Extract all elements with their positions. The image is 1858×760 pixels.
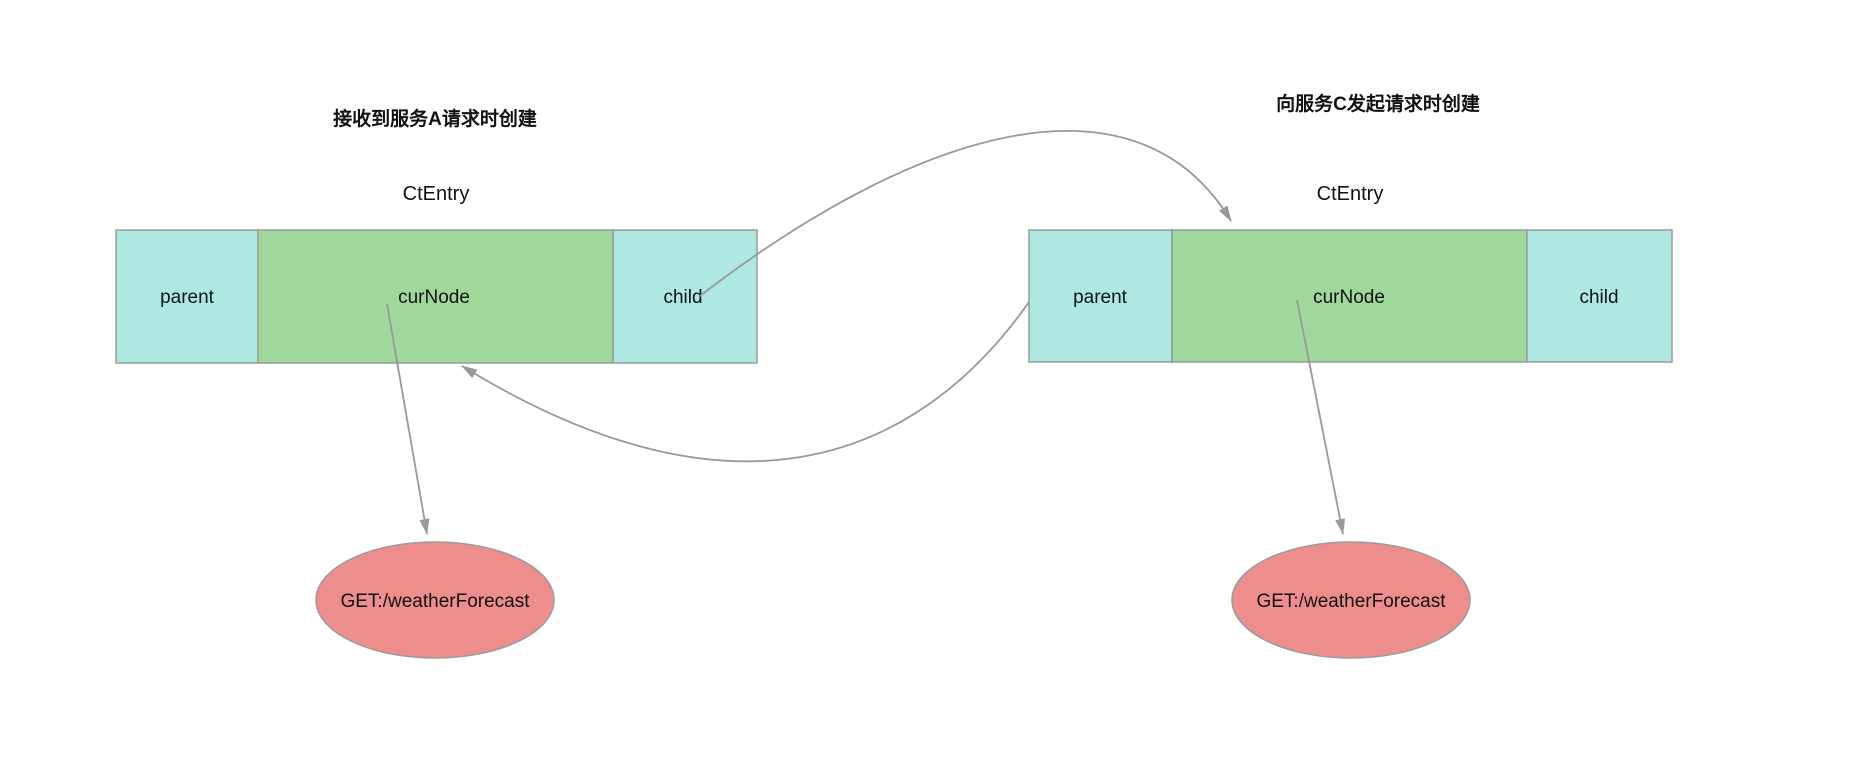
left-parent-label: parent (160, 287, 215, 308)
right-request-node-label: GET:/weatherForecast (1256, 591, 1446, 612)
left-curnode-cell (257, 229, 614, 364)
left-ctentry-title: CtEntry (403, 183, 470, 205)
right-request-node: GET:/weatherForecast (1231, 541, 1471, 659)
right-parent-cell (1028, 229, 1173, 363)
left-child-cell (612, 229, 758, 364)
left-request-ellipse (315, 541, 555, 659)
right-parent-label: parent (1073, 287, 1128, 308)
left-request-node-label: GET:/weatherForecast (340, 591, 530, 612)
arrow-right-parent-to-left-ctentry (461, 301, 1030, 463)
right-curnode-label: curNode (1313, 287, 1385, 308)
left-request-node: GET:/weatherForecast (315, 541, 555, 659)
left-ctentry-struct: parent curNode child (115, 229, 758, 364)
arrow-left-child-to-right-curnode (699, 130, 1232, 297)
arrow-left-curnode-to-request (386, 303, 430, 535)
right-curnode-cell (1171, 229, 1528, 363)
left-child-label: child (663, 287, 702, 308)
arrow-right-curnode-to-request (1296, 299, 1346, 535)
right-caption: 向服务C发起请求时创建 (1276, 92, 1480, 115)
right-request-ellipse (1231, 541, 1471, 659)
right-child-cell (1526, 229, 1673, 363)
left-caption: 接收到服务A请求时创建 (333, 107, 537, 130)
left-parent-cell (115, 229, 259, 364)
right-ctentry-struct: parent curNode child (1028, 229, 1673, 363)
right-ctentry-title: CtEntry (1317, 183, 1384, 205)
left-curnode-label: curNode (398, 287, 470, 308)
right-child-label: child (1579, 287, 1618, 308)
